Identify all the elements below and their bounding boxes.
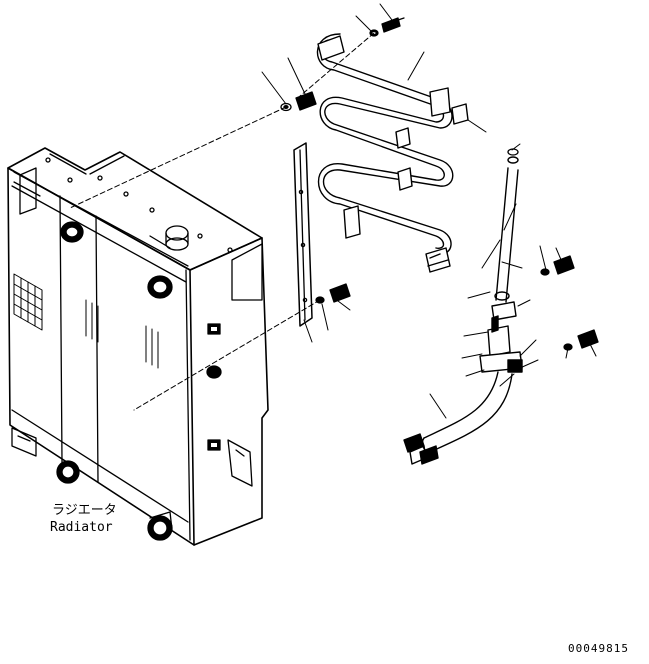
hose-end-fitting-right <box>419 445 439 465</box>
hose-end-fitting-left <box>403 433 425 453</box>
part-name-japanese: ラジエータ <box>52 503 117 518</box>
radiator-side-notch <box>231 243 263 301</box>
drawing-number: 00049815 <box>568 642 629 655</box>
bolt-washer-hose-block <box>563 329 599 351</box>
bolt-washer-shroud-top <box>280 91 317 112</box>
radiator-front-face <box>7 167 195 546</box>
radiator-top-tank <box>13 167 41 215</box>
part-name-english: Radiator <box>50 520 113 535</box>
radiator-filler-cap <box>149 225 189 251</box>
radiator-top-face <box>7 147 263 271</box>
bolt-washer-shroud-bottom <box>315 283 351 304</box>
flexible-hose-assembly <box>403 156 523 465</box>
oil-cooler-tube-assembly <box>316 33 469 273</box>
radiator-core-frame <box>11 185 189 523</box>
radiator-lower-hose-port <box>56 460 173 541</box>
radiator-core-dividers <box>59 195 191 541</box>
callout-leaders <box>261 3 597 419</box>
radiator-top-rim <box>13 153 189 267</box>
radiator-bottom-bracket <box>11 427 37 457</box>
radiator-upper-hose-port <box>60 221 173 299</box>
radiator-rib-marks <box>85 299 159 369</box>
o-ring-fitting <box>507 148 519 156</box>
bolt-washer-hose-clip <box>540 255 575 276</box>
radiator-side-face <box>189 237 269 546</box>
shroud-plate <box>293 142 313 327</box>
alignment-lines <box>69 32 375 411</box>
radiator-side-fittings <box>206 323 253 487</box>
bolt-washer-top <box>369 17 405 37</box>
radiator-mesh-window <box>13 273 43 331</box>
radiator-top-bolts <box>45 157 233 253</box>
radiator-assembly <box>7 147 269 546</box>
